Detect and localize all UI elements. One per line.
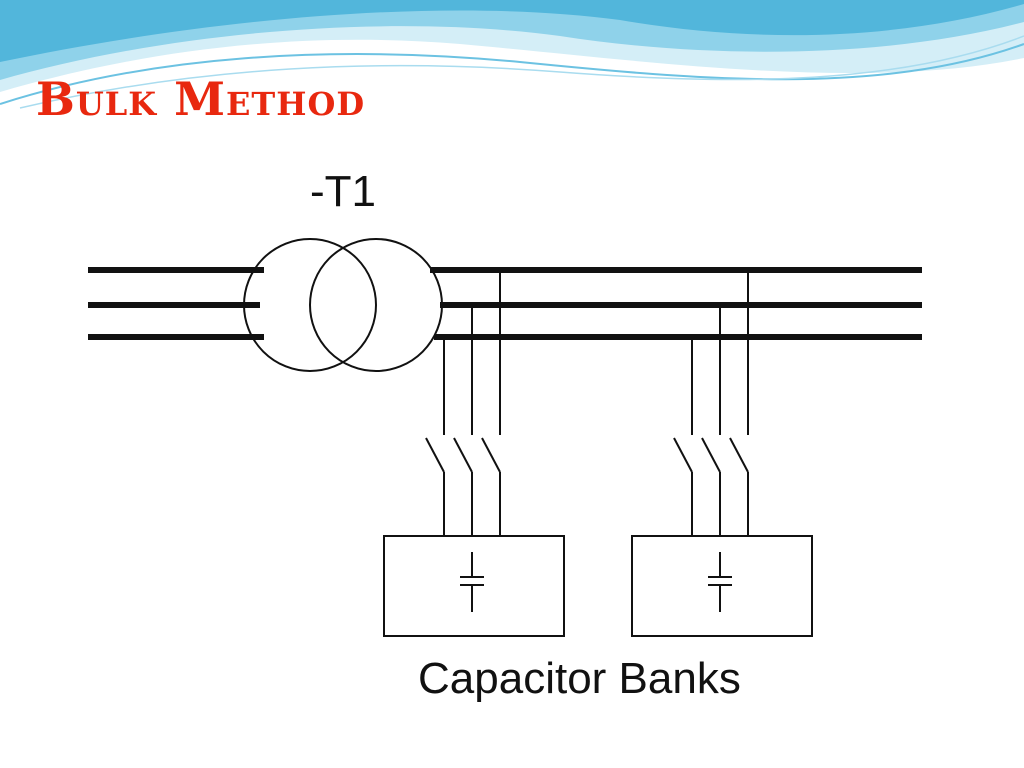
capacitor-bank-1 [383, 535, 565, 637]
transformer-label: -T1 [310, 167, 376, 216]
bank-2-switch-c [729, 437, 749, 473]
single-line-diagram: -T1 Capacitor Banks [88, 160, 922, 710]
header-wave-line [0, 43, 1024, 105]
bank-1-feeder [383, 270, 565, 637]
bank-2-switch-b [701, 437, 721, 473]
header-wave-line-thin [19, 35, 1024, 109]
capacitor-banks-label: Capacitor Banks [418, 654, 741, 703]
outgoing-bus [430, 267, 922, 340]
bank-1-switch-b [453, 437, 473, 473]
bank-2-feeder [631, 270, 813, 637]
bank-1-switch-a [425, 437, 445, 473]
slide-title: Bulk Method [36, 72, 366, 126]
header-wave-dark [0, 0, 1024, 62]
incoming-bus [88, 267, 264, 340]
capacitor-bank-2 [631, 535, 813, 637]
transformer-t1 [243, 238, 443, 372]
transformer-primary-winding [243, 238, 377, 372]
header-wave-decoration [0, 0, 1024, 109]
diagram-drawing [88, 238, 922, 637]
bank-2-switch-a [673, 437, 693, 473]
bank-1-switch-c [481, 437, 501, 473]
